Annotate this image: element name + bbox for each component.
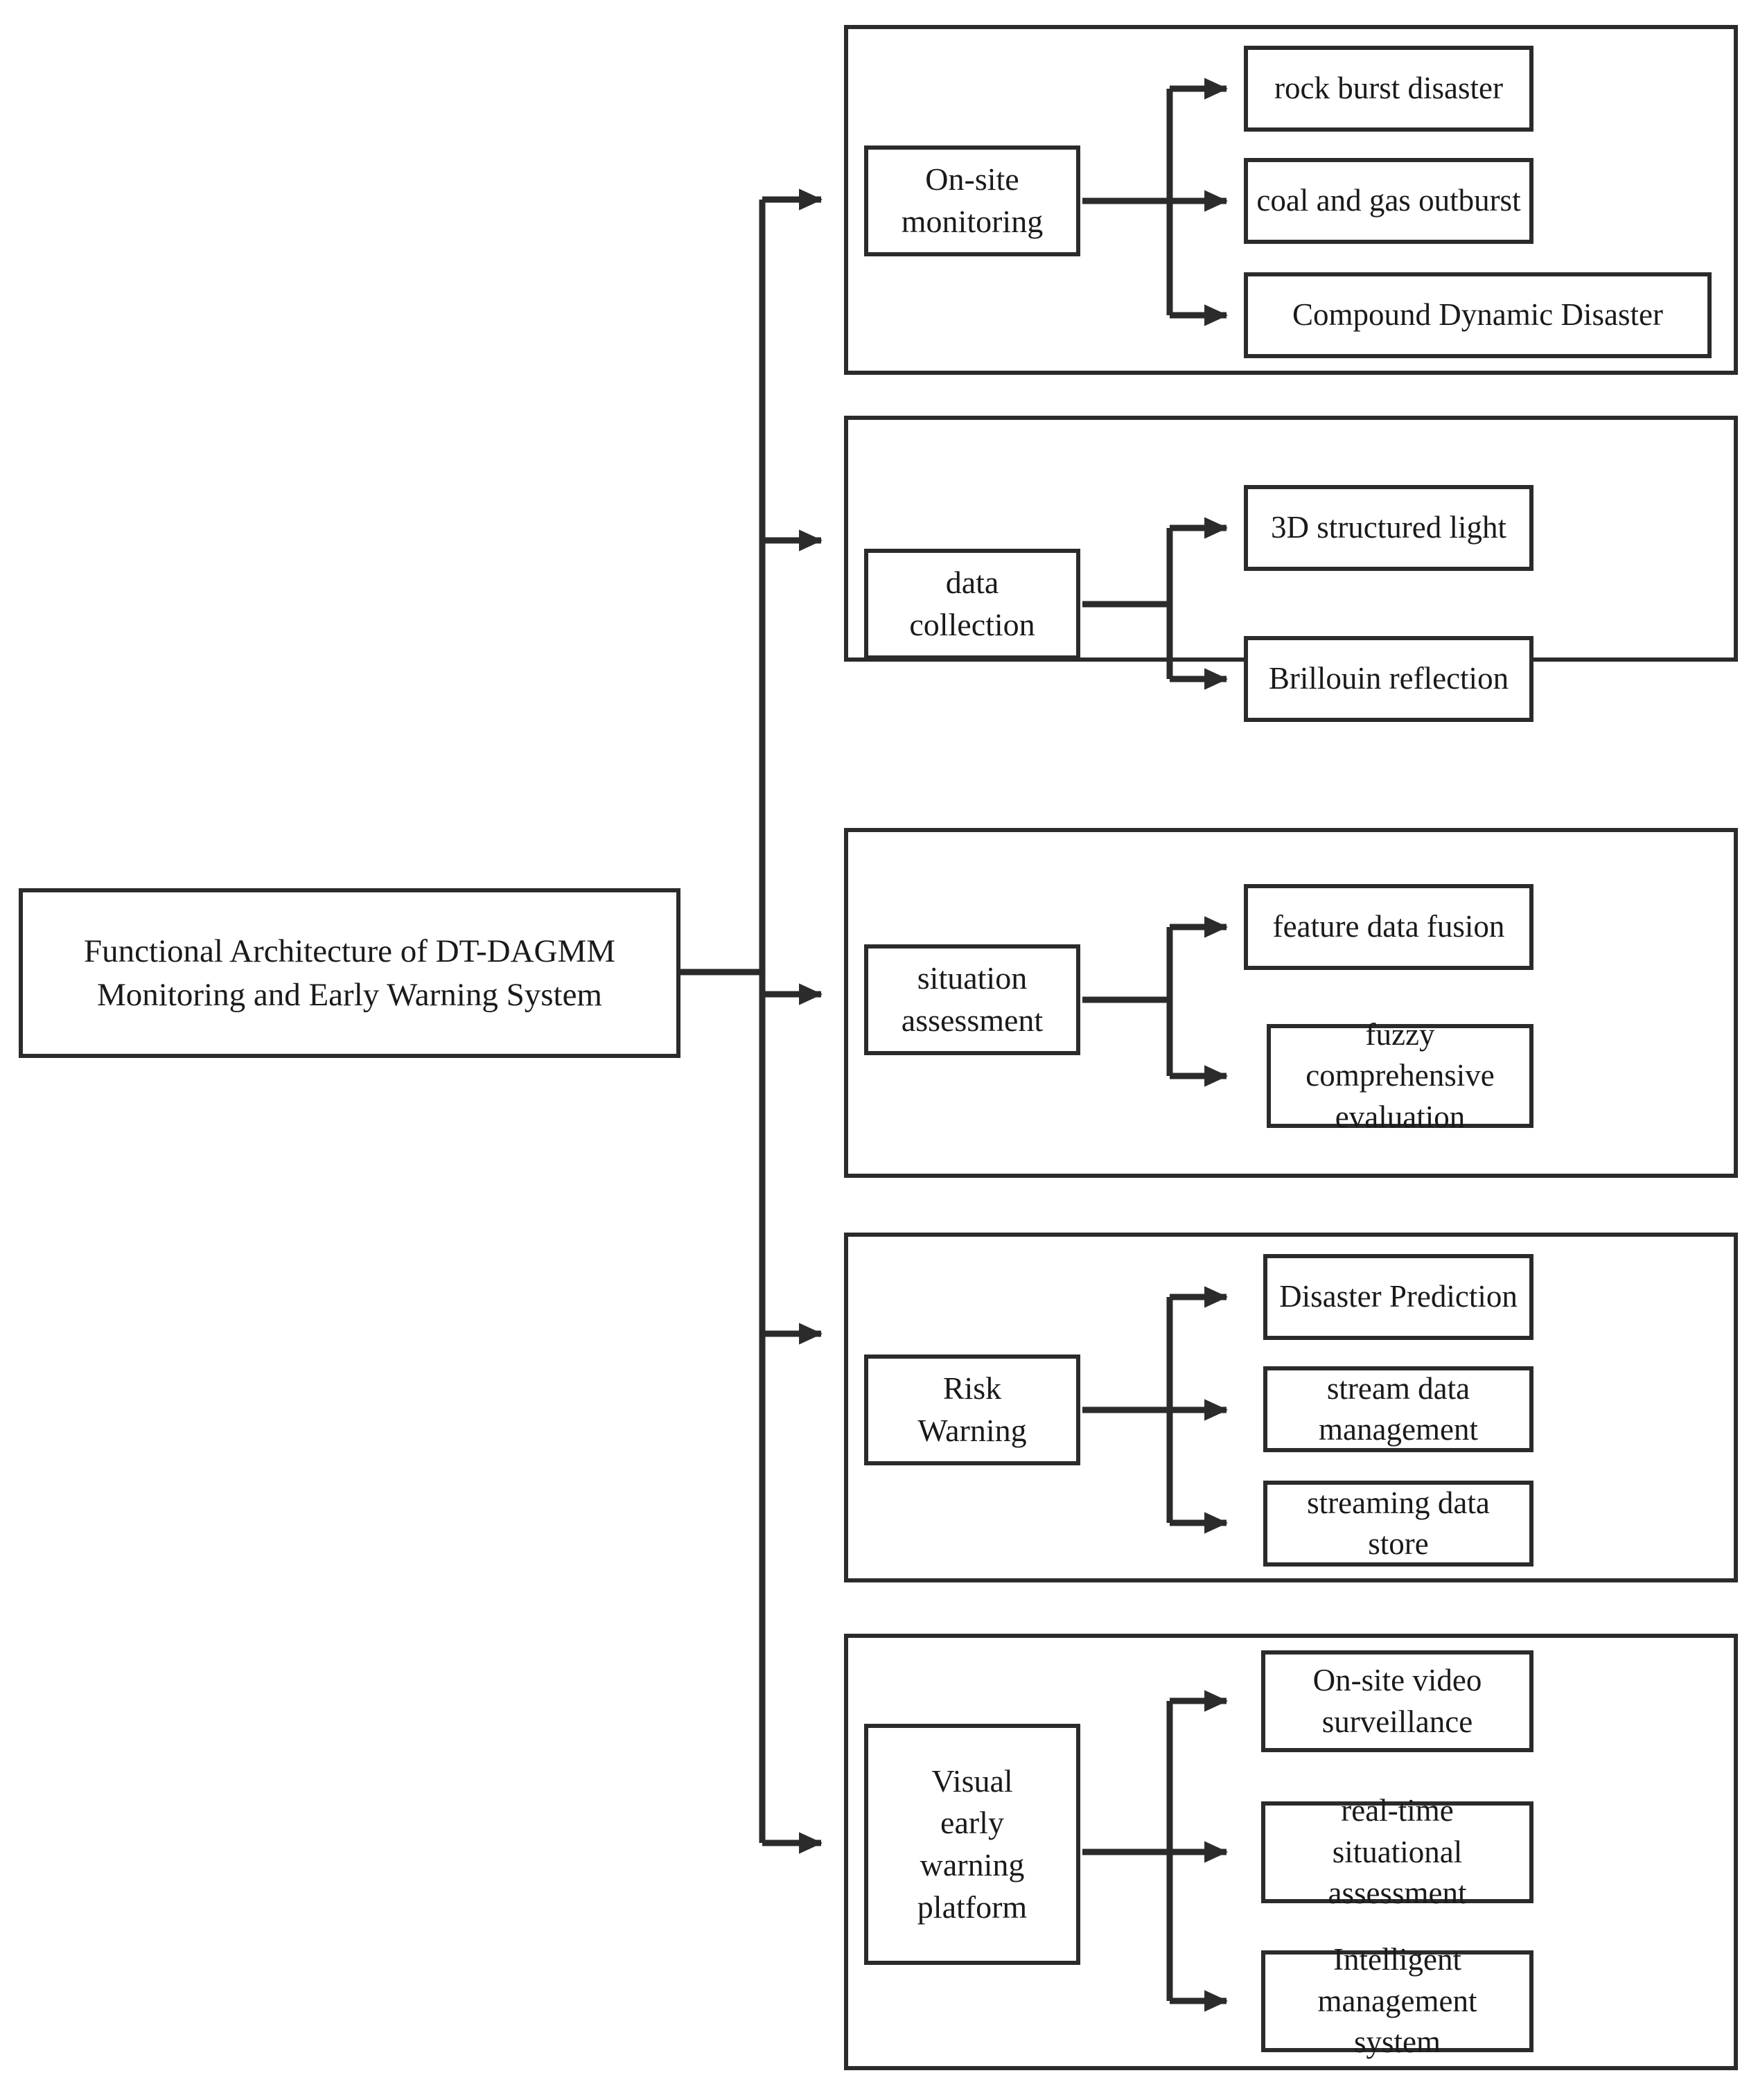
leaf-node-rock-burst-disaster[interactable]: rock burst disaster [1244, 46, 1533, 132]
leaf-node-intelligent-management-system[interactable]: Intelligent management system [1261, 1942, 1533, 2059]
leaf-node-label: real-time situational assessment [1328, 1793, 1467, 1911]
leaf-node-on-site-video-surveillance[interactable]: On-site video surveillance [1261, 1650, 1533, 1752]
leaf-node-coal-and-gas-outburst[interactable]: coal and gas outburst [1244, 158, 1533, 244]
group-frame-situation-assessment [844, 828, 1738, 1178]
branch-node-risk-warning[interactable]: Risk Warning [864, 1355, 1080, 1465]
branch-node-on-site-monitoring[interactable]: On-site monitoring [864, 145, 1080, 256]
group-frame-risk-warning [844, 1233, 1738, 1582]
leaf-node-label: Intelligent management system [1317, 1942, 1477, 2060]
leaf-node-label: Compound Dynamic Disaster [1292, 297, 1663, 333]
leaf-node-label: rock burst disaster [1274, 71, 1503, 106]
leaf-node-label: stream data management [1319, 1370, 1478, 1447]
leaf-node-label: feature data fusion [1272, 909, 1505, 944]
leaf-node-fuzzy-comprehensive-evaluation[interactable]: fuzzy comprehensive evaluation [1267, 1017, 1533, 1134]
branch-node-situation-assessment[interactable]: situation assessment [864, 944, 1080, 1055]
group-frame-visual-early-warning-platform [844, 1634, 1738, 2070]
leaf-node-label: coal and gas outburst [1256, 183, 1521, 218]
leaf-node-label: On-site video surveillance [1312, 1663, 1482, 1739]
branch-node-label: Visual early warning platform [917, 1763, 1028, 1925]
branch-node-label: Risk Warning [917, 1370, 1027, 1448]
leaf-node-label: Disaster Prediction [1279, 1279, 1518, 1314]
leaf-node-feature-data-fusion[interactable]: feature data fusion [1244, 884, 1533, 970]
branch-node-data-collection[interactable]: data collection [864, 549, 1080, 660]
leaf-node-label: fuzzy comprehensive evaluation [1306, 1016, 1495, 1134]
branch-node-visual-early-warning-platform[interactable]: Visual early warning platform [864, 1724, 1080, 1965]
leaf-node-label: 3D structured light [1271, 510, 1506, 545]
leaf-node-real-time-situational-assessment[interactable]: real-time situational assessment [1261, 1793, 1533, 1910]
group-frame-on-site-monitoring [844, 25, 1738, 375]
leaf-node-streaming-data-store[interactable]: streaming data store [1263, 1481, 1533, 1567]
root-node-label: Functional Architecture of DT-DAGMM Moni… [83, 933, 616, 1013]
leaf-node-stream-data-management[interactable]: stream data management [1263, 1366, 1533, 1452]
leaf-node-brillouin-reflection[interactable]: Brillouin reflection [1244, 636, 1533, 722]
leaf-node-disaster-prediction[interactable]: Disaster Prediction [1263, 1254, 1533, 1340]
leaf-node-label: Brillouin reflection [1268, 661, 1509, 696]
root-node[interactable]: Functional Architecture of DT-DAGMM Moni… [19, 888, 680, 1058]
leaf-node-label: streaming data store [1307, 1485, 1490, 1561]
leaf-node-compound-dynamic-disaster[interactable]: Compound Dynamic Disaster [1244, 272, 1712, 358]
branch-node-label: On-site monitoring [901, 161, 1044, 239]
branch-node-label: situation assessment [901, 960, 1044, 1038]
leaf-node-3d-structured-light[interactable]: 3D structured light [1244, 485, 1533, 571]
branch-node-label: data collection [909, 565, 1035, 642]
